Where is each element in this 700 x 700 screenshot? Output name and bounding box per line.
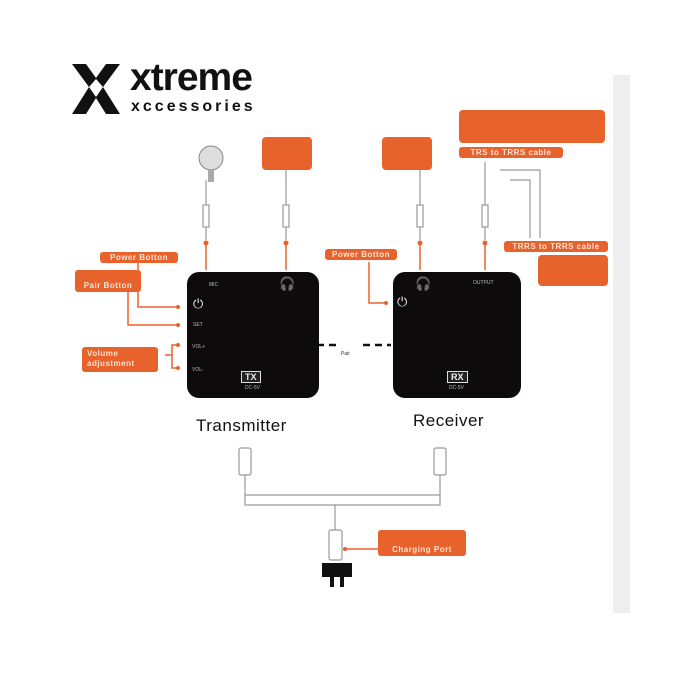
receiver-device: 🎧 OUTPUT ⏻ RX DC-5V (393, 272, 521, 398)
logo-mark-icon (72, 64, 120, 114)
headphone-jack-icon: 🎧 (415, 276, 432, 291)
dc-label: DC-5V (449, 385, 465, 391)
receiver-title: Receiver (413, 411, 485, 430)
vol-minus-label: VOL- (192, 367, 204, 373)
tx-badge: TX (241, 371, 261, 383)
dc-label: DC-5V (245, 385, 261, 391)
logo-subtext: xccessories (131, 98, 256, 115)
transmitter-device: MIC 🎧 ⏻ SET VOL+ VOL- TX DC-5V (187, 272, 319, 398)
power-icon: ⏻ (397, 294, 408, 309)
laptop-phone-icon (538, 255, 608, 286)
pair-label: Pair (341, 351, 350, 357)
charging-port-label: Charging Port (378, 530, 466, 556)
side-strip (613, 75, 630, 613)
volume-adjustment-label: Volume adjustment (82, 347, 158, 372)
rx-badge: RX (447, 371, 468, 383)
pair-button-label: Pair Botton (75, 270, 141, 292)
power-button-label-tx: Power Botton (100, 252, 178, 263)
vol-plus-label: VOL+ (192, 344, 205, 350)
mic-label: MIC (209, 282, 219, 288)
output-label: OUTPUT (473, 280, 494, 286)
set-label: SET (193, 322, 203, 328)
headphone-jack-icon: 🎧 (279, 276, 296, 291)
trrs-cable-label: TRRS to TRRS cable (504, 241, 608, 252)
power-button-label-rx: Power Botton (325, 249, 397, 260)
power-icon: ⏻ (193, 296, 204, 311)
headphones-earbuds-icon (382, 137, 432, 170)
transmitter-title: Transmitter (196, 416, 287, 435)
camera-devices-icon (459, 110, 605, 143)
headphones-earbuds-icon (262, 137, 312, 170)
trs-cable-label: TRS to TRRS cable (459, 147, 563, 158)
logo-text: xtreme (130, 56, 253, 99)
